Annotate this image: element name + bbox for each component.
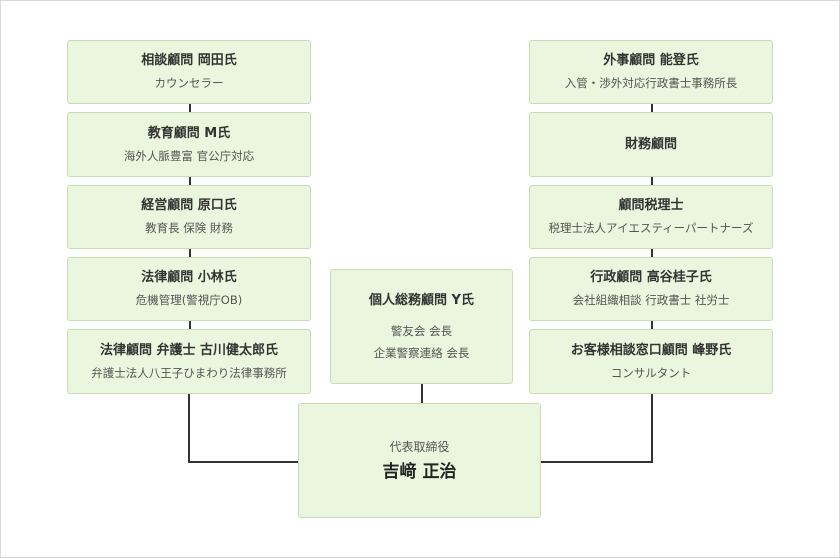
left-horizontal-connector — [188, 461, 299, 463]
advisor-box-takaya: 行政顧問 高谷桂子氏 会社組織相談 行政書士 社労士 — [529, 257, 773, 321]
advisor-title: 教育顧問 M氏 — [147, 125, 231, 141]
middle-connector — [421, 383, 423, 404]
advisor-title: 外事顧問 能登氏 — [603, 53, 699, 68]
ceo-box: 代表取締役 吉﨑 正治 — [298, 403, 541, 518]
right-chain-connector — [651, 104, 653, 394]
advisor-subtitle: 入管・渉外対応行政書士事務所長 — [564, 76, 738, 90]
advisor-subtitle: 税理士法人アイエスティーパートナーズ — [548, 221, 754, 235]
ceo-role: 代表取締役 — [389, 439, 450, 454]
advisor-box-tax: 顧問税理士 税理士法人アイエスティーパートナーズ — [529, 185, 773, 249]
advisor-subtitle: カウンセラー — [154, 76, 224, 90]
advisor-box-furukawa: 法律顧問 弁護士 古川健太郎氏 弁護士法人八王子ひまわり法律事務所 — [67, 329, 311, 394]
left-vertical-connector — [188, 393, 190, 463]
advisor-title: 経営顧問 原口氏 — [141, 198, 237, 213]
advisor-title: 行政顧問 高谷桂子氏 — [590, 270, 712, 285]
left-chain-connector — [189, 104, 191, 394]
advisor-title: 相談顧問 岡田氏 — [141, 53, 237, 68]
advisor-subtitle: 会社組織相談 行政書士 社労士 — [572, 293, 730, 307]
ceo-name: 吉﨑 正治 — [382, 461, 457, 482]
advisor-title: お客様相談窓口顧問 峰野氏 — [570, 342, 732, 358]
advisor-box-haraguchi: 経営顧問 原口氏 教育長 保険 財務 — [67, 185, 311, 249]
advisor-box-okada: 相談顧問 岡田氏 カウンセラー — [67, 40, 311, 104]
advisor-subtitle: 弁護士法人八王子ひまわり法律事務所 — [91, 365, 287, 380]
right-vertical-connector — [651, 393, 653, 463]
advisor-subtitle: 海外人脈豊富 官公庁対応 — [123, 148, 255, 163]
advisor-box-mineno: お客様相談窓口顧問 峰野氏 コンサルタント — [529, 329, 773, 394]
advisor-title: 法律顧問 小林氏 — [141, 270, 237, 285]
advisor-title: 法律顧問 弁護士 古川健太郎氏 — [99, 342, 279, 358]
advisor-box-m: 教育顧問 M氏 海外人脈豊富 官公庁対応 — [67, 112, 311, 177]
advisor-subtitle: 教育長 保険 財務 — [145, 221, 233, 235]
advisor-title: 財務顧問 — [624, 136, 677, 152]
advisor-title: 顧問税理士 — [618, 198, 684, 213]
advisor-box-noto: 外事顧問 能登氏 入管・渉外対応行政書士事務所長 — [529, 40, 773, 104]
advisor-subtitle: コンサルタント — [610, 365, 692, 380]
advisor-subtitle: 危機管理(警視庁OB) — [135, 293, 243, 307]
advisor-subtitle: 企業警察連絡 会長 — [373, 345, 470, 360]
advisor-title: 個人総務顧問 Y氏 — [369, 292, 474, 308]
advisor-box-kobayashi: 法律顧問 小林氏 危機管理(警視庁OB) — [67, 257, 311, 321]
advisor-subtitle: 警友会 会長 — [390, 323, 453, 338]
right-horizontal-connector — [540, 461, 653, 463]
advisor-box-y: 個人総務顧問 Y氏 警友会 会長 企業警察連絡 会長 — [330, 269, 513, 384]
advisor-box-finance: 財務顧問 — [529, 112, 773, 177]
